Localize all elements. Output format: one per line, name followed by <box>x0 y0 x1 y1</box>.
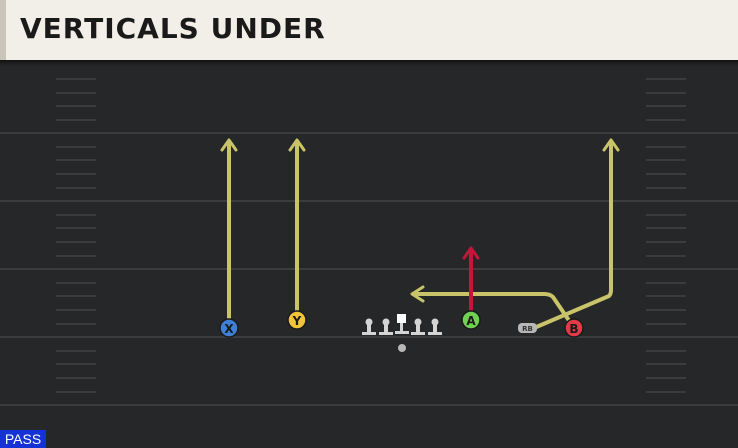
play-title-bar: VERTICALS UNDER <box>0 0 738 60</box>
running-back[interactable]: RB <box>518 323 537 333</box>
arrow-head-icon <box>410 285 425 303</box>
hash-marks-right <box>646 78 686 393</box>
lineman-icon <box>428 318 442 335</box>
yard-lines <box>0 132 738 406</box>
arrow-head-icon <box>288 138 306 152</box>
player-badge-icon <box>287 310 307 330</box>
player-badge-icon <box>219 318 239 338</box>
player-a-label: A <box>466 314 476 328</box>
ball-dot-icon <box>398 344 406 352</box>
hash-marks-left <box>56 78 96 393</box>
title-shadow <box>0 60 738 66</box>
center-icon <box>395 314 409 334</box>
route-b-vertical <box>532 141 613 330</box>
player-x[interactable]: X <box>219 318 239 338</box>
arrow-head-icon <box>220 138 238 152</box>
play-type-badge: PASS <box>0 430 46 448</box>
arrow-head-icon <box>462 246 480 260</box>
play-title: VERTICALS UNDER <box>20 12 326 45</box>
rb-label: RB <box>522 325 533 333</box>
route-rb-under <box>414 292 572 324</box>
lineman-icon <box>379 318 393 335</box>
player-b-label: B <box>569 322 578 336</box>
player-badge-icon <box>461 310 481 330</box>
player-a[interactable]: A <box>461 310 481 330</box>
routes <box>220 138 620 330</box>
arrow-head-icon <box>602 138 620 152</box>
player-y-label: Y <box>292 314 302 328</box>
player-x-label: X <box>224 322 234 336</box>
player-y[interactable]: Y <box>287 310 307 330</box>
player-badge-icon <box>564 318 584 338</box>
lineman-icon <box>411 318 425 335</box>
lineman-icon <box>362 318 376 335</box>
offensive-line <box>362 314 442 335</box>
player-b[interactable]: B <box>564 318 584 338</box>
